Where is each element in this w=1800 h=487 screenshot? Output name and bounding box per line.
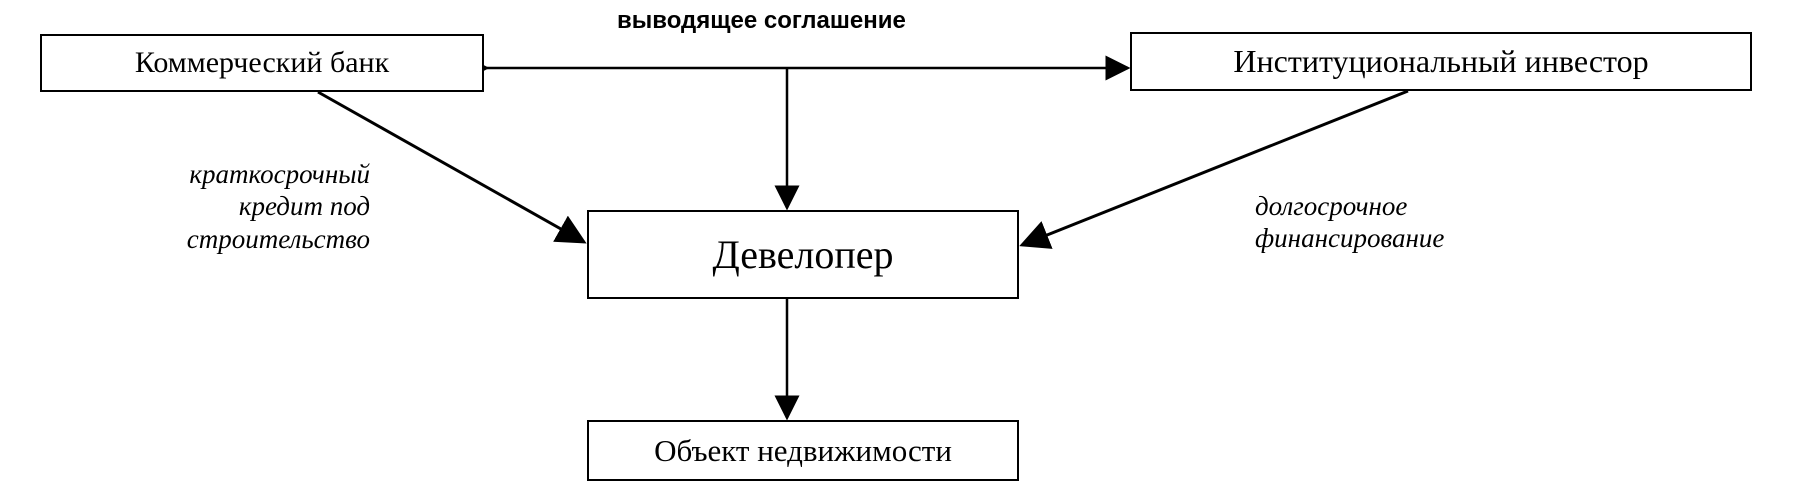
institutional-investor-node: Институциональный инвестор [1130,32,1752,91]
bank-to-developer-arrow [317,90,587,244]
short-credit-line-1: краткосрочный [189,159,370,189]
short-term-credit-label: краткосрочный кредит под строительство [90,158,370,255]
short-credit-line-2: кредит под [238,191,370,222]
real-estate-object-node: Объект недвижимости [587,420,1019,481]
long-finance-line-2: финансирование [1255,223,1445,254]
long-term-finance-label: долгосрочное финансирование [1255,190,1444,255]
commercial-bank-node: Коммерческий банк [40,34,484,92]
investor-to-developer-arrow [1019,89,1409,249]
short-credit-line-3: строительство [186,223,370,254]
agreement-label: выводящее соглашение [617,7,906,34]
long-finance-line-1: долгосрочное [1255,191,1408,221]
developer-node: Девелопер [587,210,1019,299]
